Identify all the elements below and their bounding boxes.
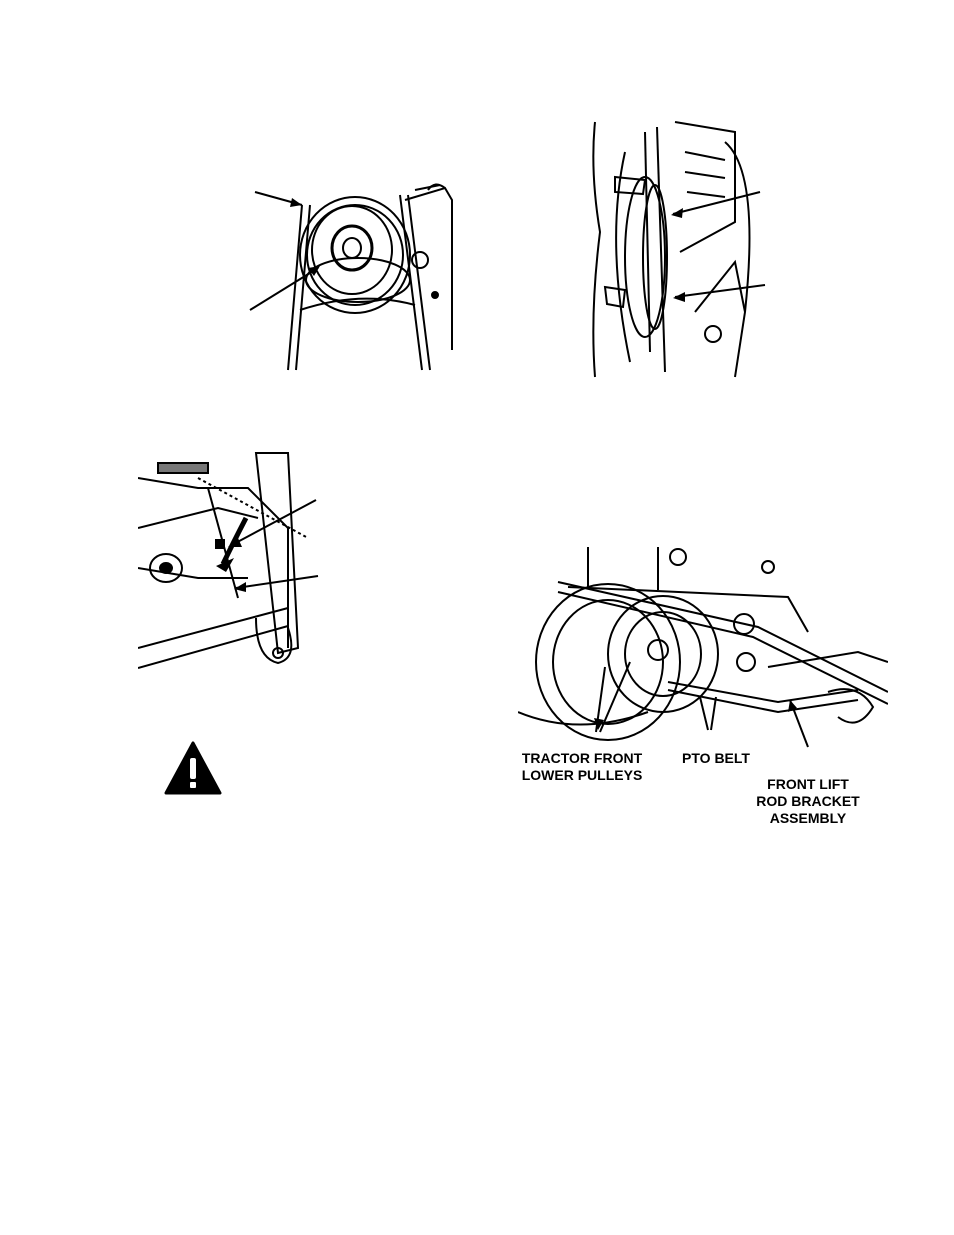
front-pulleys-illustration (518, 542, 888, 757)
label-line: FRONT LIFT (748, 776, 868, 793)
front-lift-rod-bracket-label: FRONT LIFT ROD BRACKET ASSEMBLY (748, 776, 868, 827)
label-line: PTO BELT (676, 750, 756, 767)
pto-belt-label: PTO BELT (676, 750, 756, 767)
label-line: ASSEMBLY (748, 810, 868, 827)
deck-pulley-side-illustration (585, 112, 775, 382)
lift-arm-illustration (138, 448, 330, 688)
pulley-belt-illustration (240, 160, 460, 375)
warning-triangle-icon (164, 741, 222, 795)
label-line: LOWER PULLEYS (515, 767, 649, 784)
tractor-front-lower-pulleys-label: TRACTOR FRONT LOWER PULLEYS (515, 750, 649, 784)
label-line: ROD BRACKET (748, 793, 868, 810)
label-line: TRACTOR FRONT (515, 750, 649, 767)
